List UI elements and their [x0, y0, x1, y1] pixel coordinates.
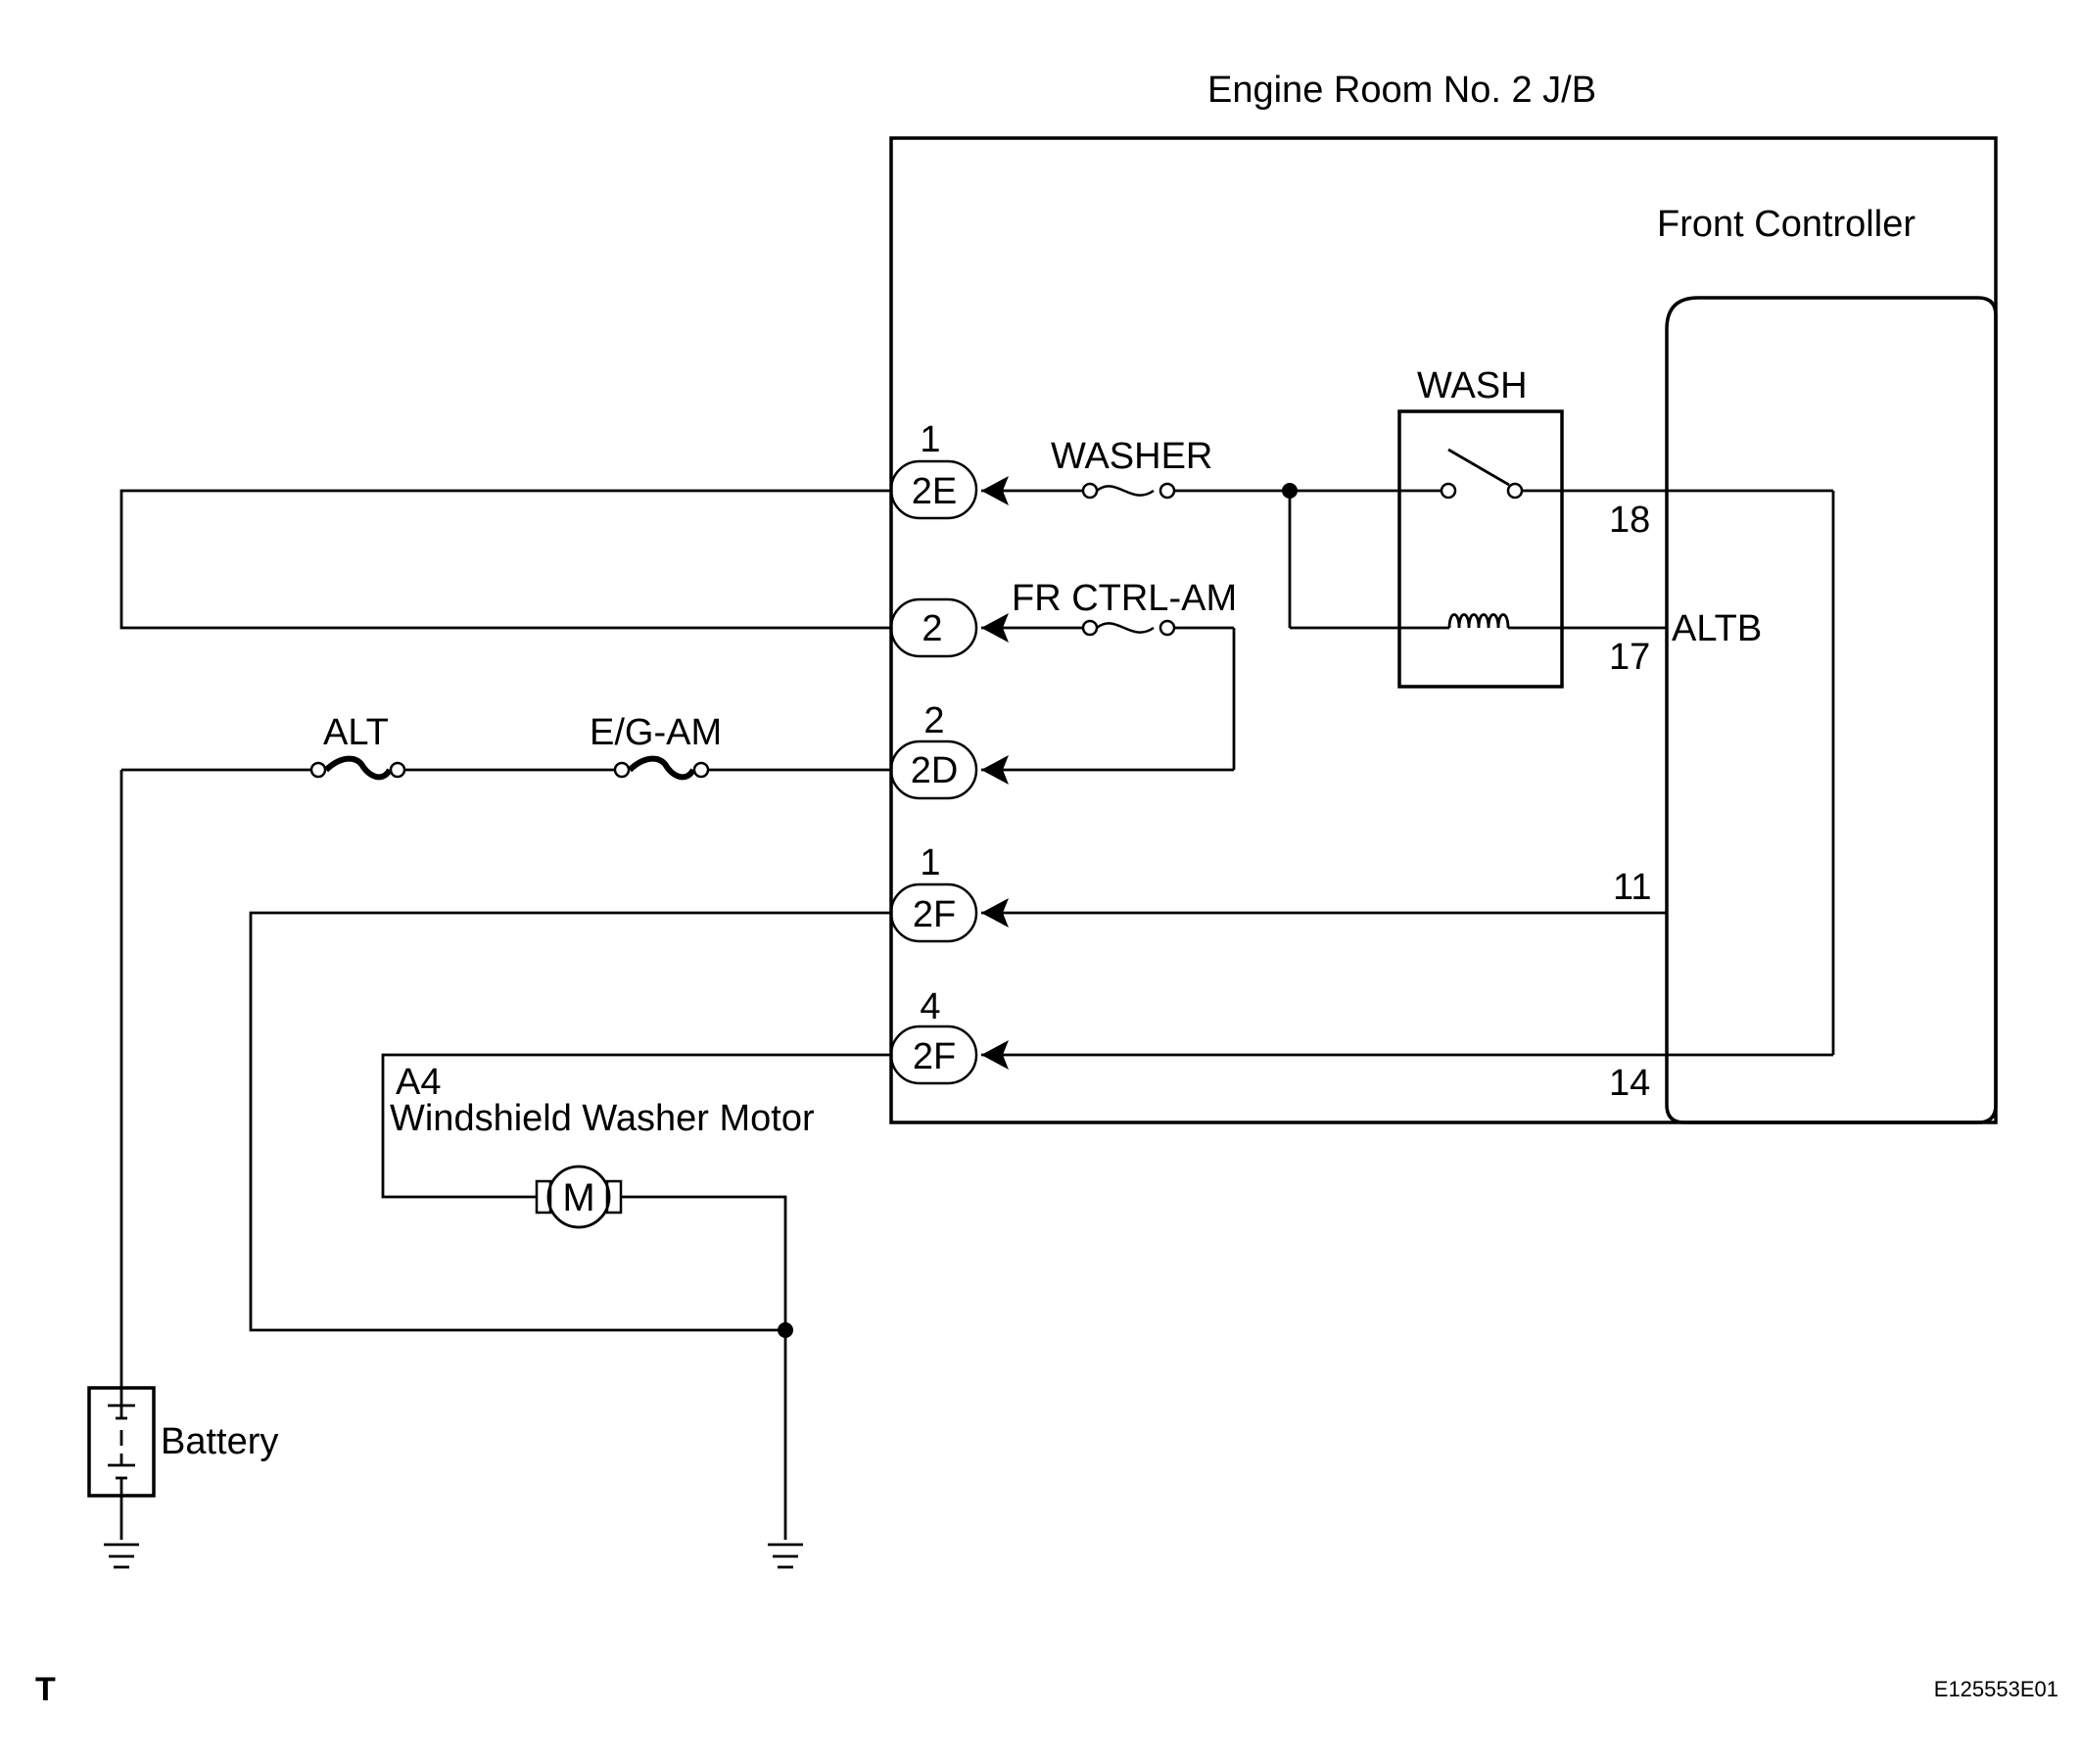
fuse-washer-label: WASHER [1051, 436, 1212, 477]
battery-icon [87, 1386, 156, 1498]
motor-circle [546, 1165, 611, 1229]
relay-label: WASH [1417, 365, 1528, 406]
front-controller-title: Front Controller [1657, 204, 1915, 245]
fuse-fr-ctrl-am [1096, 622, 1155, 634]
connector-2e: 1 2E [889, 419, 1009, 520]
washer-motor: M [535, 1165, 623, 1229]
wire-motor-to-ground [621, 1195, 787, 1540]
connector-arrow [981, 755, 1009, 785]
connector-arrow [981, 476, 1009, 505]
connector-arrow [981, 613, 1009, 643]
relay-switch-blade [1447, 448, 1510, 487]
controller-pin-11: 11 [1613, 867, 1651, 908]
controller-pin-18: 18 [1609, 500, 1650, 541]
connector-2f-4-label: 2F [913, 1036, 956, 1077]
motor-brush-left [535, 1179, 552, 1215]
connector-2d-pin: 2 [923, 700, 944, 741]
fuse-egam-label: E/G-AM [590, 712, 722, 753]
fuse-fr-ctrl-end-a [1081, 619, 1099, 637]
fuse-fr-ctrl-label: FR CTRL-AM [1012, 578, 1237, 619]
corner-mark: T [35, 1671, 56, 1708]
motor-name: Windshield Washer Motor [390, 1098, 815, 1139]
wire-2f1-to-ground [249, 911, 891, 1332]
connector-2e-label: 2E [912, 471, 957, 512]
wire-2e-loop [119, 489, 891, 630]
connector-2d: 2 2D [889, 700, 1009, 800]
wire-2f4-to-motor [381, 1053, 891, 1199]
front-controller-box [1665, 296, 1998, 1124]
battery-label: Battery [161, 1421, 278, 1462]
fuse-alt-end-a [309, 761, 327, 779]
wash-relay-box [1397, 409, 1564, 689]
fuse-washer-end-a [1081, 482, 1099, 500]
connector-2e-pin: 1 [920, 419, 940, 460]
fuse-alt-end-b [389, 761, 406, 779]
connector-2f-1-pin: 1 [920, 842, 940, 883]
connector-2: 2 [889, 597, 1009, 658]
connector-arrow [981, 1040, 1009, 1070]
fuse-fr-ctrl-end-b [1158, 619, 1176, 637]
fuse-eg-am [627, 755, 696, 781]
fuse-washer [1096, 485, 1155, 497]
connector-2f-1-label: 2F [913, 894, 956, 935]
fuse-washer-end-b [1158, 482, 1176, 500]
relay-contact-left [1440, 482, 1457, 500]
relay-coil [1447, 613, 1510, 629]
figure-code: E125553E01 [1934, 1677, 2058, 1701]
junction-dot-ground [778, 1322, 793, 1338]
junction-block-box [889, 136, 1998, 1124]
relay-contact-right [1506, 482, 1524, 500]
connector-2f-1: 1 2F [889, 842, 1009, 943]
motor-code: A4 [396, 1062, 441, 1103]
altb-label: ALTB [1672, 608, 1762, 649]
controller-pin-17: 17 [1609, 637, 1650, 678]
connector-arrow [981, 898, 1009, 928]
fuse-egam-end-b [692, 761, 710, 779]
connector-2f-4-pin: 4 [920, 986, 940, 1027]
fuse-egam-end-a [613, 761, 631, 779]
ground-icon-right [768, 1543, 803, 1569]
controller-pin-14: 14 [1609, 1063, 1650, 1104]
ground-icon-left [104, 1543, 139, 1569]
motor-symbol: M [562, 1176, 594, 1219]
fuse-alt-label: ALT [323, 712, 389, 753]
connector-2f-4: 4 2F [889, 986, 1009, 1085]
fuse-alt [323, 755, 393, 781]
connector-2-label: 2 [922, 608, 942, 649]
junction-block-title: Engine Room No. 2 J/B [1207, 70, 1596, 111]
connector-2d-label: 2D [911, 750, 959, 791]
